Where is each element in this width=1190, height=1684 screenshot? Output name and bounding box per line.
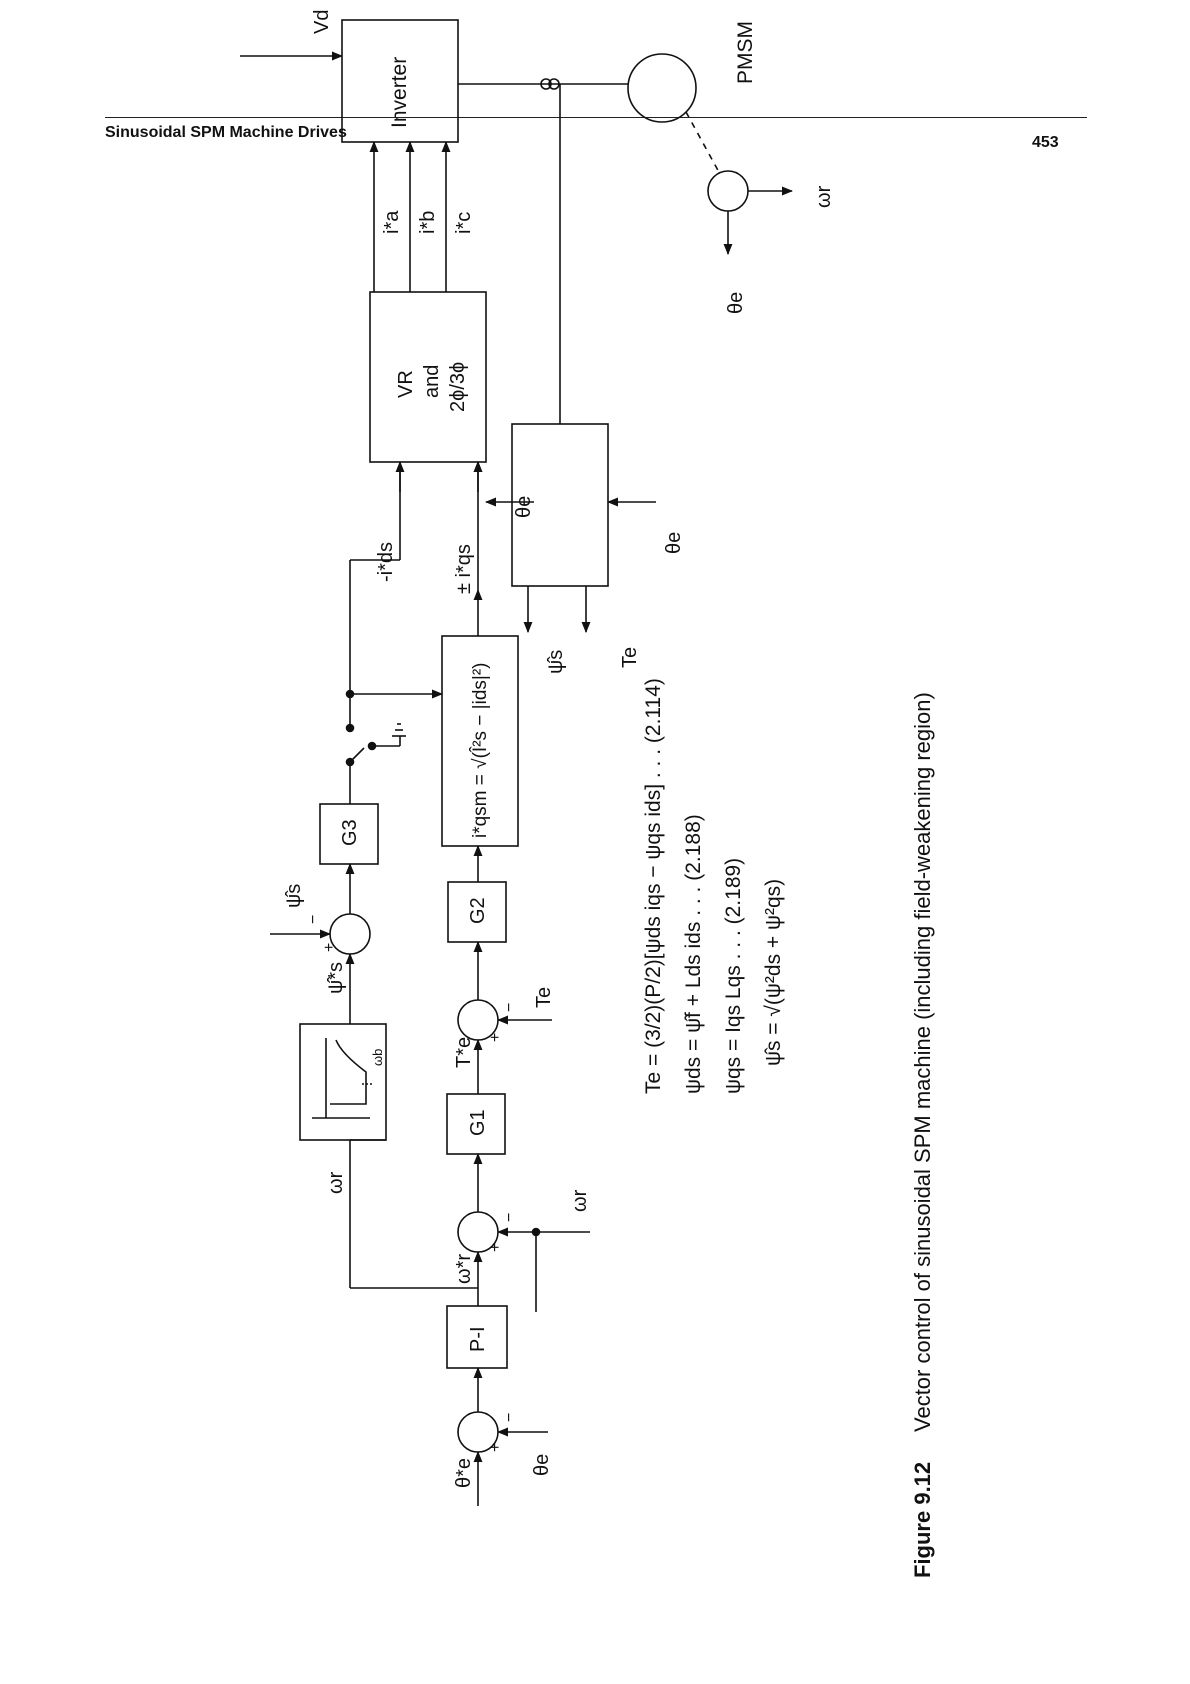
label-omega-r-out: ωr — [813, 185, 835, 208]
iqsm-label: i*qsm = √(Î²s − |ids|²) — [469, 663, 491, 839]
label-theta-e-ref: θ*e — [453, 1458, 475, 1488]
g3-label: G3 — [339, 819, 361, 846]
running-head: Sinusoidal SPM Machine Drives — [105, 124, 347, 141]
g2-label: G2 — [467, 897, 489, 924]
equation-psi-qs: ψqs = Iqs Lqs . . . (2.189) — [722, 858, 745, 1094]
label-ia-ref: i*a — [381, 210, 403, 234]
inverter-block — [341, 19, 459, 143]
g3-block — [319, 803, 379, 865]
vr-label-1: VR — [395, 370, 417, 398]
label-psi-s-ref: ψ̂*s — [325, 962, 347, 994]
iqsm-limit-block — [441, 635, 519, 847]
pi-block — [446, 1305, 508, 1369]
pi-label: P-I — [467, 1326, 489, 1352]
equation-psi-s: ψ̂s = √(ψ²ds + ψ²qs) — [762, 879, 785, 1066]
label-plus-4: + — [321, 943, 338, 952]
figure-number: Figure 9.12 — [910, 1462, 935, 1578]
label-theta-e-est: θe — [663, 532, 685, 554]
g1-block — [446, 1093, 506, 1155]
label-minus-4: − — [305, 915, 322, 924]
label-minus-1: − — [501, 1413, 518, 1422]
label-iqs-ref: ± i*qs — [453, 544, 475, 594]
label-psi-s-hat-out: ψ̂s — [545, 650, 567, 674]
label-te-ref: T*e — [453, 1037, 475, 1068]
vr-label-2: and — [421, 365, 443, 398]
header-rule — [105, 117, 1087, 118]
label-plus-1: + — [487, 1443, 504, 1452]
label-omega-r-ref: ω*r — [453, 1254, 475, 1284]
vr-label-3: 2ϕ/3ϕ — [447, 362, 469, 412]
label-theta-e-vr: θe — [513, 496, 535, 518]
label-vd: Vd — [311, 10, 333, 34]
equation-psi-ds: ψds = ψ̂f + Lds ids . . . (2.188) — [682, 814, 705, 1094]
label-omega-r-line: ωr — [325, 1171, 347, 1194]
field-weakening-block — [299, 1023, 387, 1141]
label-omega-b: ωb — [370, 1049, 385, 1066]
figure-caption: Vector control of sinusoidal SPM machine… — [910, 692, 935, 1432]
label-psi-s-hat-fb: ψ̂s — [283, 884, 305, 908]
label-te-fb: Te — [533, 987, 555, 1008]
inverter-label: Inverter — [388, 57, 411, 128]
label-te-out: Te — [619, 647, 641, 668]
label-theta-e-out: θe — [725, 292, 747, 314]
equation-torque: Te = (3/2)(P/2)[ψds iqs − ψqs ids] . . .… — [642, 678, 665, 1094]
label-minus-3: − — [501, 1003, 518, 1012]
g1-label: G1 — [467, 1109, 489, 1136]
position-sensor — [707, 170, 749, 212]
pmsm-label: PMSM — [734, 21, 757, 84]
label-plus-3: + — [487, 1033, 504, 1042]
pmsm-motor — [627, 53, 697, 123]
label-ib-ref: i*b — [417, 211, 439, 234]
vr-block — [369, 291, 487, 463]
label-omega-r-fb: ωr — [569, 1189, 591, 1212]
label-plus-2: + — [487, 1243, 504, 1252]
label-ic-ref: i*c — [453, 212, 475, 234]
g2-block — [447, 881, 507, 943]
page-number: 453 — [1032, 134, 1059, 151]
label-minus-2: − — [501, 1213, 518, 1222]
label-ids-ref: -i*ds — [375, 542, 397, 582]
label-theta-e-fb1: θe — [531, 1454, 553, 1476]
